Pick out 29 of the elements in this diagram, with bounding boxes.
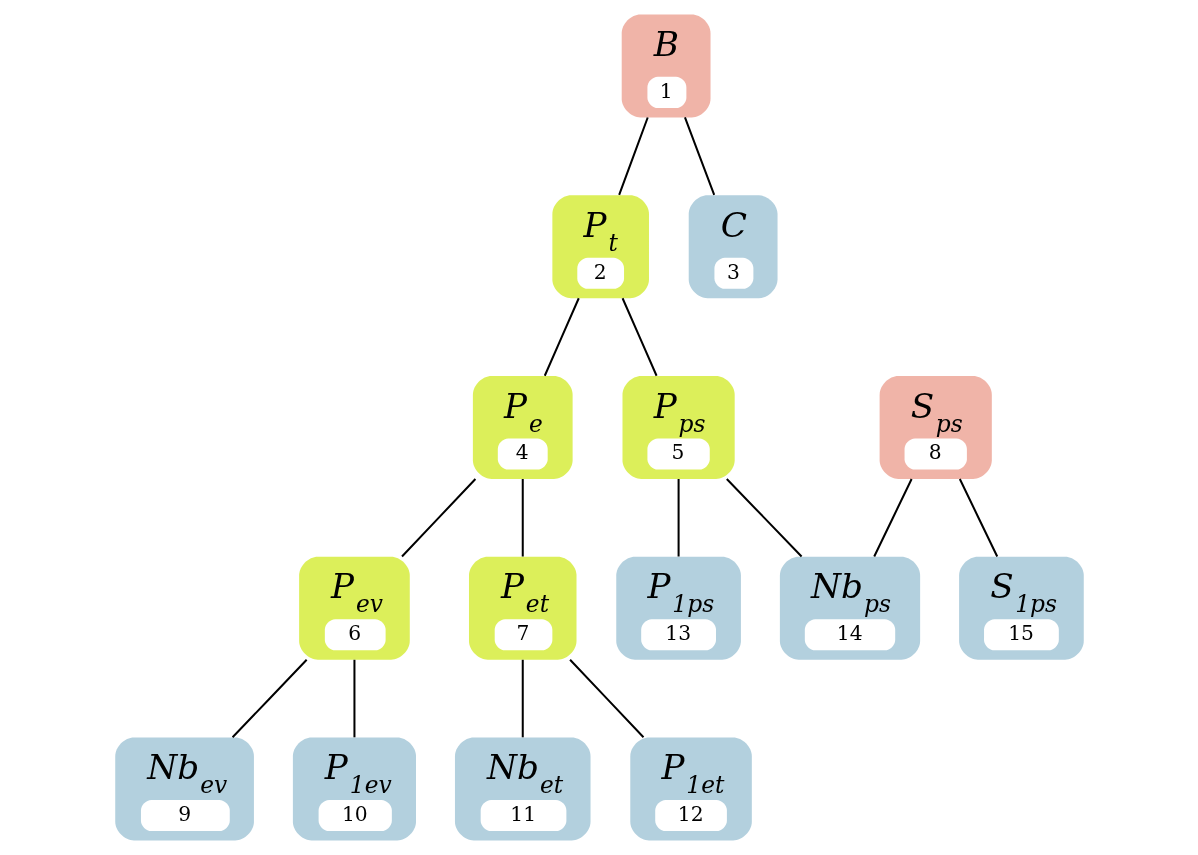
node-box: P$_{t}$ 2 bbox=[551, 195, 649, 299]
node-box: P$_{ev}$ 6 bbox=[298, 556, 410, 660]
connector bbox=[352, 659, 355, 738]
node-box: Nb$_{ps}$ 14 bbox=[779, 556, 920, 660]
node-box: P$_{1et}$ 12 bbox=[629, 737, 752, 841]
connector bbox=[617, 117, 649, 196]
connector bbox=[872, 478, 913, 557]
node-box: P$_{ps}$ 5 bbox=[622, 376, 735, 479]
connector bbox=[521, 659, 524, 738]
connector bbox=[683, 117, 715, 196]
node-box: B 1 bbox=[621, 14, 711, 118]
connector bbox=[958, 478, 998, 557]
connector bbox=[621, 297, 657, 377]
connector bbox=[568, 659, 644, 738]
node-box: Nb$_{et}$ 11 bbox=[454, 737, 591, 841]
connector bbox=[400, 478, 476, 558]
node-box: P$_{1ev}$ 10 bbox=[292, 737, 416, 841]
connector bbox=[677, 479, 680, 557]
node-box: Nb$_{ev}$ 9 bbox=[114, 737, 254, 841]
node-box: P$_{et}$ 7 bbox=[468, 556, 576, 660]
node-box: C 3 bbox=[688, 195, 778, 299]
connector bbox=[521, 479, 524, 557]
node-box: S$_{ps}$ 8 bbox=[879, 376, 992, 479]
connector bbox=[725, 478, 802, 558]
connector bbox=[543, 297, 580, 377]
node-box: S$_{1ps}$ 15 bbox=[958, 556, 1084, 660]
connector bbox=[231, 659, 307, 738]
node-box: P$_{e}$ 4 bbox=[472, 376, 573, 479]
node-box: P$_{1ps}$ 13 bbox=[615, 556, 741, 660]
